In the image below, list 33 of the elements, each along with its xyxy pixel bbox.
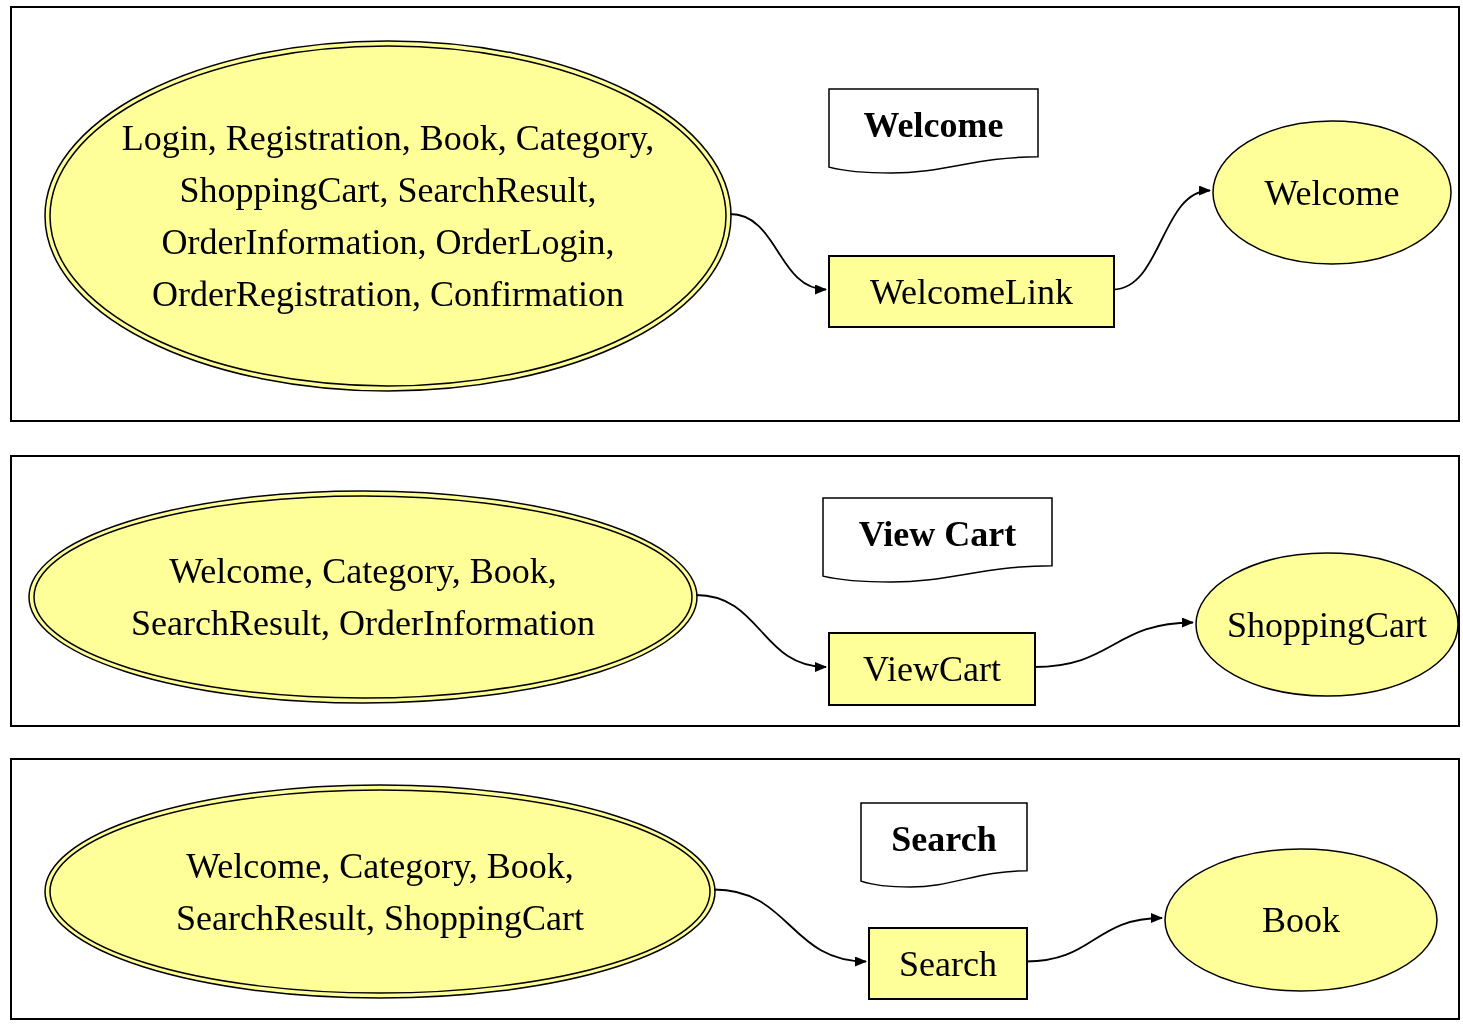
state-ellipse [44,784,716,999]
event-title: View Cart [858,513,1017,556]
event-document [828,88,1039,174]
action-box [828,255,1115,328]
action-box [868,927,1028,1000]
node-label: Welcome, Category, Book, SearchResult, ShoppingCart [175,844,585,940]
arrow [1033,618,1194,668]
state-ellipse [1195,552,1459,697]
node-label: WelcomeLink [870,270,1073,314]
node-label: ViewCart [863,648,1001,691]
panel-frame [10,6,1460,422]
event-title: Search [891,818,997,861]
node-label: Book [1262,899,1340,942]
arrow [1112,187,1211,291]
arrow [729,213,827,293]
arrow [695,594,827,671]
arrow [713,888,867,966]
state-ellipse [1164,848,1438,992]
event-document [822,497,1053,583]
node-label: ShoppingCart [1227,603,1427,647]
event-title: Welcome [863,104,1004,147]
node-label: Search [899,942,997,986]
node-label: Welcome [1264,171,1400,215]
state-ellipse [28,490,698,704]
node-label: Welcome, Category, Book, SearchResult, OrderInformation [130,550,596,645]
panel-frame [10,455,1460,727]
action-box [828,632,1036,706]
arrow [1025,913,1163,963]
event-document [860,802,1028,888]
panel-frame [10,758,1460,1020]
node-label: Login, Registration, Book, Category, ShoppingCart, SearchResult, OrderInformation, OrderLogin, OrderRegistration, Confirmation [120,117,656,316]
state-ellipse [44,40,732,392]
state-ellipse [1212,120,1452,265]
